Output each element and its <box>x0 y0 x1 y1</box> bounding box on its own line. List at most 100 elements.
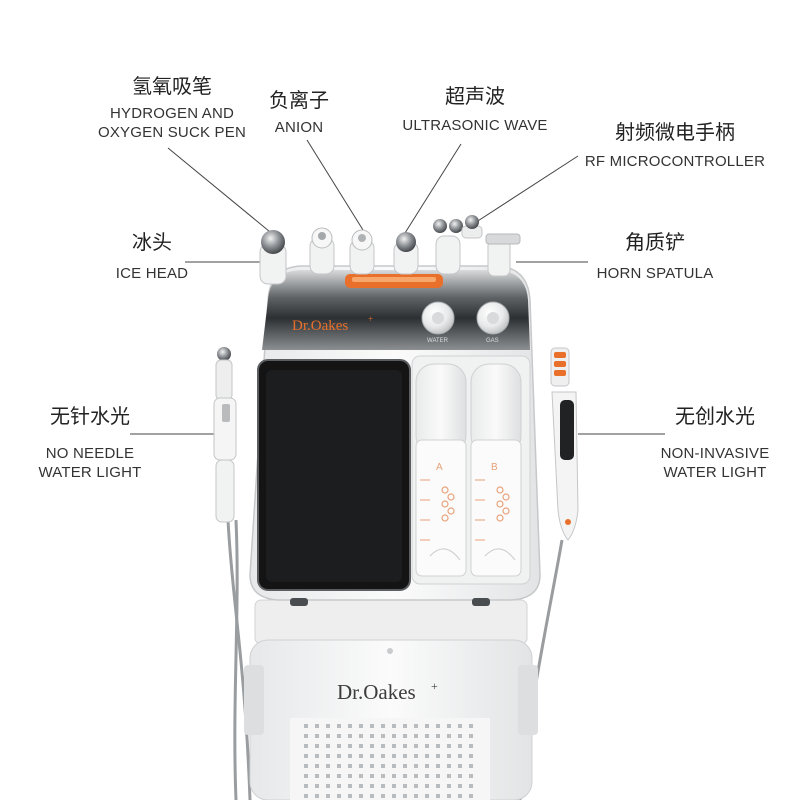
vent-dot <box>469 724 473 728</box>
vent-dot <box>425 734 429 738</box>
vent-dot <box>392 794 396 798</box>
callout-ice: 冰头 ICE HEAD <box>92 230 212 284</box>
callout-non-invasive-zh: 无创水光 <box>675 404 755 428</box>
callout-anion-zh: 负离子 <box>269 88 329 112</box>
callout-non-invasive: 无创水光 NON-INVASIVE WATER LIGHT <box>645 404 785 483</box>
vent-dot <box>414 724 418 728</box>
vent-dot <box>469 734 473 738</box>
vent-dot <box>315 774 319 778</box>
vent-dot <box>403 774 407 778</box>
callout-anion: 负离子 ANION <box>244 88 354 138</box>
vent-dot <box>469 794 473 798</box>
vent-dot <box>304 744 308 748</box>
vent-dot <box>381 774 385 778</box>
vent-dot <box>348 754 352 758</box>
vent-dot <box>425 784 429 788</box>
vent-dot <box>370 754 374 758</box>
vent-dot <box>337 754 341 758</box>
vent-dot <box>315 734 319 738</box>
vent-dot <box>381 734 385 738</box>
vent-dot <box>403 734 407 738</box>
vent-dot <box>359 724 363 728</box>
svg-text:+: + <box>368 314 373 324</box>
vent-dot <box>403 754 407 758</box>
vent-dot <box>337 794 341 798</box>
vent-dot <box>458 774 462 778</box>
callout-horn-en: HORN SPATULA <box>596 265 714 282</box>
vent-dot <box>370 744 374 748</box>
vent-dot <box>469 784 473 788</box>
brand-logo-cart: Dr.Oakes <box>337 680 416 704</box>
vent-dot <box>315 754 319 758</box>
vent-dot <box>392 724 396 728</box>
vent-dot <box>348 794 352 798</box>
vent-dot <box>370 734 374 738</box>
bottle-label-b: B <box>491 462 498 473</box>
vent-dot <box>458 754 462 758</box>
vent-dot <box>436 784 440 788</box>
vent-dot <box>458 744 462 748</box>
vent-dot <box>447 784 451 788</box>
vent-dot <box>370 724 374 728</box>
vent-dot <box>315 724 319 728</box>
vent-dot <box>348 724 352 728</box>
vent-dot <box>447 764 451 768</box>
vent-dot <box>304 784 308 788</box>
vent-dot <box>425 794 429 798</box>
vent-dot <box>304 734 308 738</box>
vent-dot <box>337 784 341 788</box>
vent-dot <box>425 774 429 778</box>
vent-dot <box>414 794 418 798</box>
vent-dot <box>337 724 341 728</box>
vent-dot <box>304 774 308 778</box>
vent-dot <box>359 794 363 798</box>
callout-rf: 射频微电手柄 RF MICROCONTROLLER <box>570 120 780 172</box>
vent-dot <box>469 744 473 748</box>
vent-dot <box>403 764 407 768</box>
vent-dot <box>359 754 363 758</box>
vent-dot <box>381 744 385 748</box>
callout-hydrogen: 氢氧吸笔 HYDROGEN AND OXYGEN SUCK PEN <box>72 74 272 143</box>
vent-dot <box>447 744 451 748</box>
vent-dot <box>370 794 374 798</box>
vent-dot <box>381 764 385 768</box>
cart-body <box>244 599 538 800</box>
callout-hydrogen-zh: 氢氧吸笔 <box>132 74 212 98</box>
vent-dot <box>315 784 319 788</box>
vent-dot <box>425 744 429 748</box>
vent-dot <box>392 784 396 788</box>
vent-dot <box>370 784 374 788</box>
vent-dot <box>447 734 451 738</box>
vent-dot <box>304 754 308 758</box>
vent-dot <box>436 774 440 778</box>
vent-dot <box>447 724 451 728</box>
vent-dot <box>403 794 407 798</box>
callout-no-needle-en-1: NO NEEDLE <box>45 445 135 462</box>
vent-dot <box>436 764 440 768</box>
vent-dot <box>359 774 363 778</box>
callout-no-needle: 无针水光 NO NEEDLE WATER LIGHT <box>20 404 160 483</box>
vent-dot <box>337 744 341 748</box>
vent-dot <box>469 774 473 778</box>
vent-dot <box>414 784 418 788</box>
vent-dot <box>414 754 418 758</box>
vent-dot <box>414 774 418 778</box>
vent-dot <box>381 754 385 758</box>
vent-dot <box>392 744 396 748</box>
vent-dot <box>436 724 440 728</box>
knob-label-water: WATER <box>427 338 449 344</box>
knob-label-gas: GAS <box>486 338 499 344</box>
vent-dot <box>315 764 319 768</box>
vent-dot <box>403 724 407 728</box>
vent-dot <box>348 764 352 768</box>
vent-dot <box>392 754 396 758</box>
vent-dot <box>436 754 440 758</box>
callout-rf-en: RF MICROCONTROLLER <box>584 153 766 170</box>
vent-dot <box>414 764 418 768</box>
vent-dot <box>315 744 319 748</box>
vent-dot <box>348 784 352 788</box>
vent-dot <box>447 794 451 798</box>
callout-ice-zh: 冰头 <box>132 230 172 254</box>
